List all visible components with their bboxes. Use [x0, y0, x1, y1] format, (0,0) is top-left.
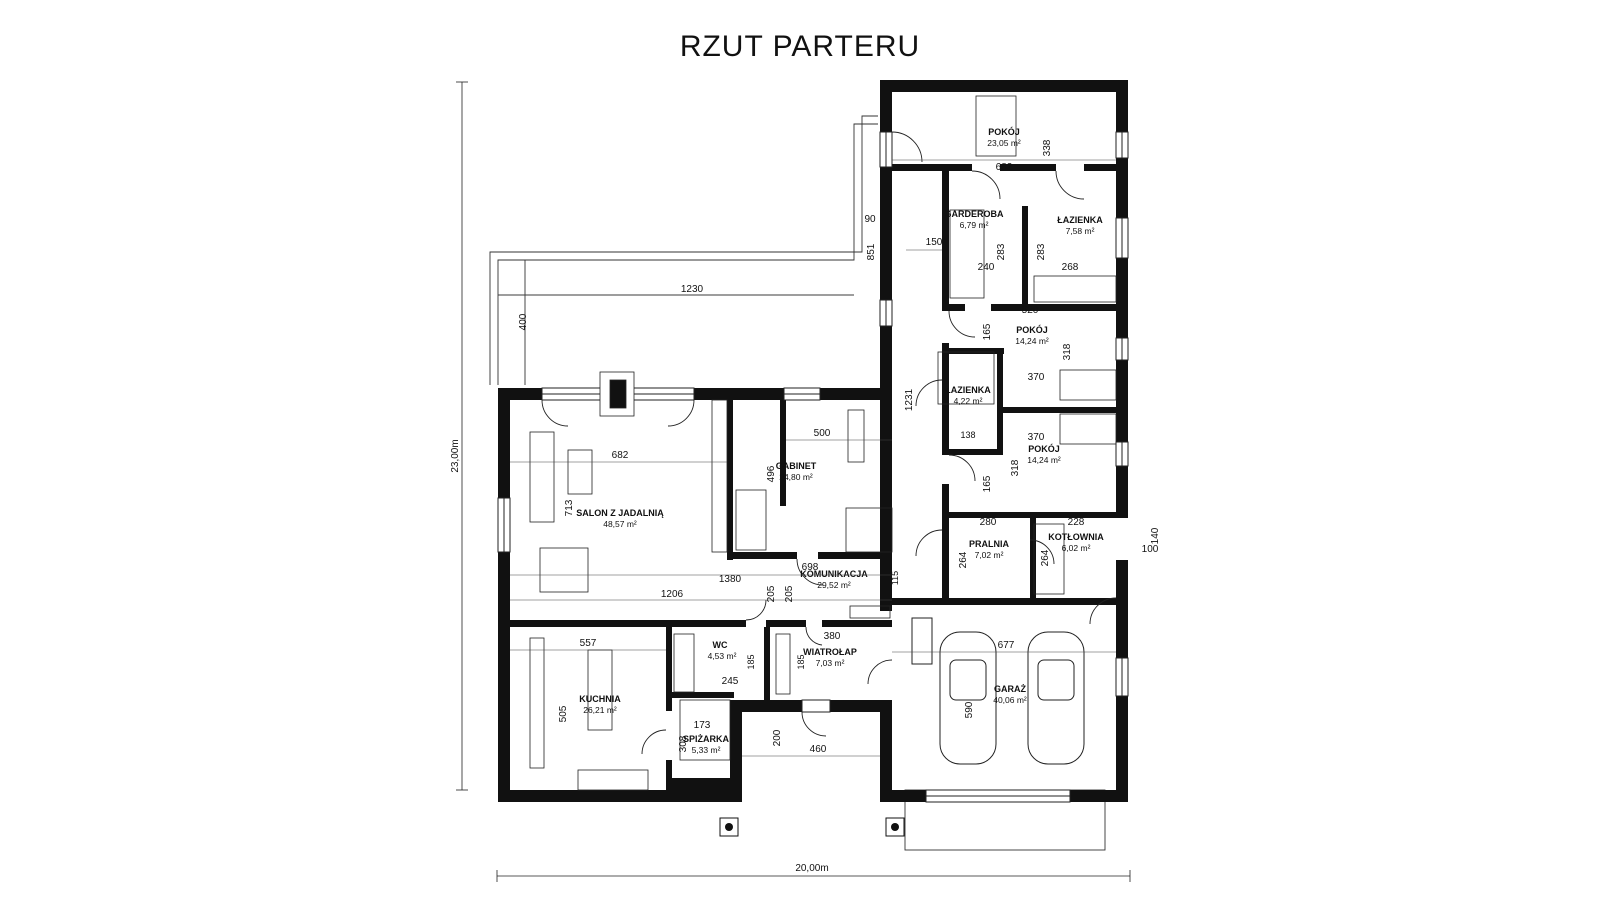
dim-1206: 1206 — [661, 589, 684, 600]
dim-245: 245 — [722, 676, 739, 687]
dim-100: 100 — [1142, 544, 1159, 555]
room-area-garderoba: 6,79 m² — [960, 220, 989, 230]
dim-115: 115 — [890, 571, 900, 585]
room-area-komunikacja: 29,52 m² — [817, 580, 851, 590]
room-name-spizarka: SPIŻARKA — [683, 734, 730, 744]
dim-460: 460 — [810, 744, 827, 755]
dim-682-top: 682 — [996, 162, 1013, 173]
room-name-garderoba: GARDEROBA — [944, 209, 1004, 219]
entry-markers — [719, 817, 905, 837]
room-area-kuchnia: 26,21 m² — [583, 705, 617, 715]
room-area-pralnia: 7,02 m² — [975, 550, 1004, 560]
dim-173: 173 — [694, 720, 711, 731]
room-labels: POKÓJ 23,05 m² GARDEROBA 6,79 m² ŁAZIENK… — [576, 126, 1104, 755]
dim-370-b: 370 — [1028, 432, 1045, 443]
room-area-pokoj1: 23,05 m² — [987, 138, 1021, 148]
dim-713: 713 — [564, 499, 575, 516]
overall-width-label: 20,00m — [795, 863, 828, 874]
dimension-lines — [498, 159, 1116, 757]
dim-268: 268 — [1062, 262, 1079, 273]
room-area-pokoj3: 14,24 m² — [1027, 455, 1061, 465]
dim-150: 150 — [926, 237, 943, 248]
furniture — [529, 95, 1117, 791]
dim-338: 338 — [1042, 139, 1053, 156]
dim-185-a: 185 — [746, 654, 756, 669]
dim-318-a: 318 — [1062, 343, 1073, 360]
dim-90: 90 — [864, 214, 876, 225]
room-area-spizarka: 5,33 m² — [692, 745, 721, 755]
room-area-wiatrolap: 7,03 m² — [816, 658, 845, 668]
dim-280: 280 — [980, 517, 997, 528]
dim-496: 496 — [766, 465, 777, 482]
exterior-walls — [498, 80, 1128, 802]
dim-205-b: 205 — [784, 585, 795, 602]
dim-200: 200 — [772, 729, 783, 746]
dim-400: 400 — [518, 313, 529, 330]
dim-205-a: 205 — [766, 585, 777, 602]
dim-590: 590 — [964, 701, 975, 718]
room-area-salon: 48,57 m² — [603, 519, 637, 529]
room-area-pokoj2: 14,24 m² — [1015, 336, 1049, 346]
room-area-lazienka2: 4,22 m² — [954, 396, 983, 406]
windows — [497, 131, 1129, 803]
dim-228: 228 — [1068, 517, 1085, 528]
interior-walls — [510, 164, 1116, 790]
dim-520: 520 — [1022, 305, 1039, 316]
room-name-kotlownia: KOTŁOWNIA — [1048, 532, 1104, 542]
dim-500: 500 — [814, 428, 831, 439]
garage-cars — [911, 617, 1085, 765]
room-area-gabinet: 24,80 m² — [779, 472, 813, 482]
dim-318-b: 318 — [1010, 459, 1021, 476]
dim-380: 380 — [824, 631, 841, 642]
room-name-kuchnia: KUCHNIA — [579, 694, 621, 704]
room-area-kotlownia: 6,02 m² — [1062, 543, 1091, 553]
room-name-wc: WC — [713, 640, 728, 650]
dim-138: 138 — [960, 430, 975, 440]
dim-185-b: 185 — [796, 654, 806, 669]
doors — [541, 131, 1117, 755]
room-name-pokoj1: POKÓJ — [988, 126, 1020, 137]
room-name-pokoj2: POKÓJ — [1016, 324, 1048, 335]
room-name-garaz: GARAŻ — [994, 684, 1026, 694]
dim-557: 557 — [580, 638, 597, 649]
dim-264-a: 264 — [958, 551, 969, 568]
room-name-lazienka1: ŁAZIENKA — [1057, 215, 1103, 225]
room-name-wiatrolap: WIATROŁAP — [803, 647, 857, 657]
dim-165-a: 165 — [982, 323, 993, 340]
dim-370-a: 370 — [1028, 372, 1045, 383]
overall-height-label: 23,00m — [450, 439, 461, 472]
dim-283-b: 283 — [1036, 243, 1047, 260]
room-name-gabinet: GABINET — [776, 461, 817, 471]
dim-140: 140 — [1150, 527, 1161, 544]
dim-240: 240 — [978, 262, 995, 273]
dim-1231: 1231 — [904, 388, 915, 411]
dim-682-salon: 682 — [612, 450, 629, 461]
room-area-garaz: 40,06 m² — [993, 695, 1027, 705]
overall-dimensions — [456, 81, 1131, 882]
dim-264-b: 264 — [1040, 549, 1051, 566]
room-name-pralnia: PRALNIA — [969, 539, 1009, 549]
dim-283-a: 283 — [996, 243, 1007, 260]
room-area-wc: 4,53 m² — [708, 651, 737, 661]
dim-851: 851 — [866, 243, 877, 260]
dim-1380: 1380 — [719, 574, 742, 585]
dimension-labels: 682 338 90 851 150 240 283 283 268 520 1… — [518, 139, 1161, 755]
terrace-outline — [489, 115, 1106, 851]
room-name-salon: SALON Z JADALNIĄ — [576, 508, 664, 518]
room-name-komunikacja: KOMUNIKACJA — [800, 569, 868, 579]
dim-308: 308 — [678, 735, 689, 752]
dim-698: 698 — [802, 562, 819, 573]
dim-677: 677 — [998, 640, 1015, 651]
room-name-pokoj3: POKÓJ — [1028, 443, 1060, 454]
plan-title: RZUT PARTERU — [679, 30, 921, 63]
dim-165-b: 165 — [982, 475, 993, 492]
room-name-lazienka2: ŁAZIENKA — [945, 385, 991, 395]
room-area-lazienka1: 7,58 m² — [1066, 226, 1095, 236]
dim-505: 505 — [558, 705, 569, 722]
dim-1230: 1230 — [681, 284, 704, 295]
